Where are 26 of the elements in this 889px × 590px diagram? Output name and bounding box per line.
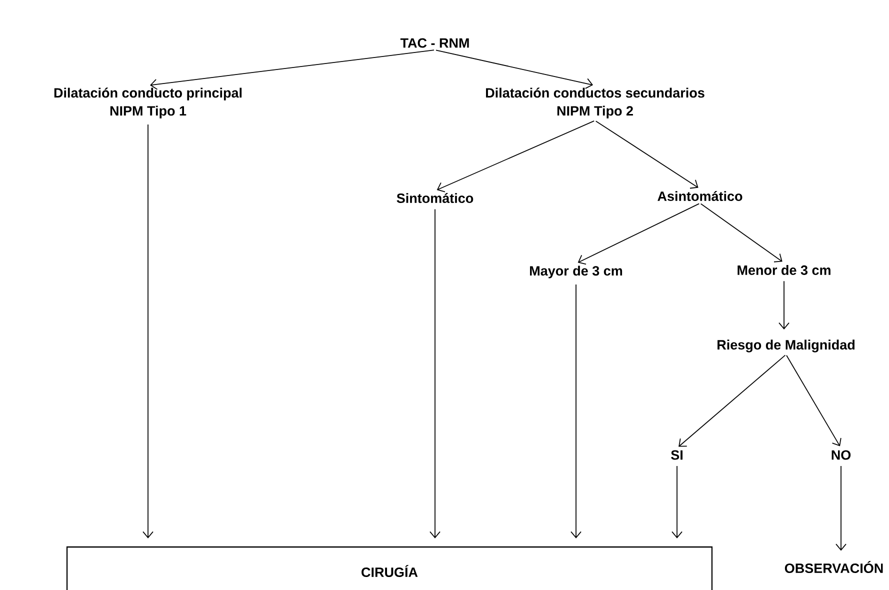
flow-text: Dilatación conducto principal NIPM Tipo 1 — [54, 88, 242, 118]
flow-text: Sintomático — [396, 193, 474, 204]
arrow — [786, 354, 842, 446]
arrow — [436, 50, 594, 89]
arrow — [578, 203, 700, 265]
flow-text: Menor de 3 cm — [738, 265, 830, 275]
process-box: CIRUGÍA — [66, 546, 713, 590]
arrow — [430, 208, 440, 538]
flow-text: OBSERVACIÓN — [784, 560, 883, 574]
arrow — [778, 280, 790, 330]
arrow — [678, 354, 786, 447]
arrow — [836, 466, 846, 551]
flow-text: TAC - RNM — [400, 38, 469, 48]
flow-text: Dilatación conductos secundarios NIPM Tipo 2 — [486, 88, 704, 118]
arrow — [436, 120, 595, 192]
arrow — [570, 284, 582, 538]
flow-text: Asintomático — [658, 191, 742, 202]
arrow — [700, 203, 782, 262]
flow-text: Riesgo de Malignidad — [718, 340, 854, 352]
arrow — [595, 120, 698, 189]
arrow — [142, 124, 154, 538]
flow-text: NO — [832, 450, 851, 460]
flow-text: SI — [671, 450, 682, 460]
arrow — [150, 50, 434, 90]
arrow — [672, 466, 682, 538]
flow-text: Mayor de 3 cm — [530, 266, 622, 278]
